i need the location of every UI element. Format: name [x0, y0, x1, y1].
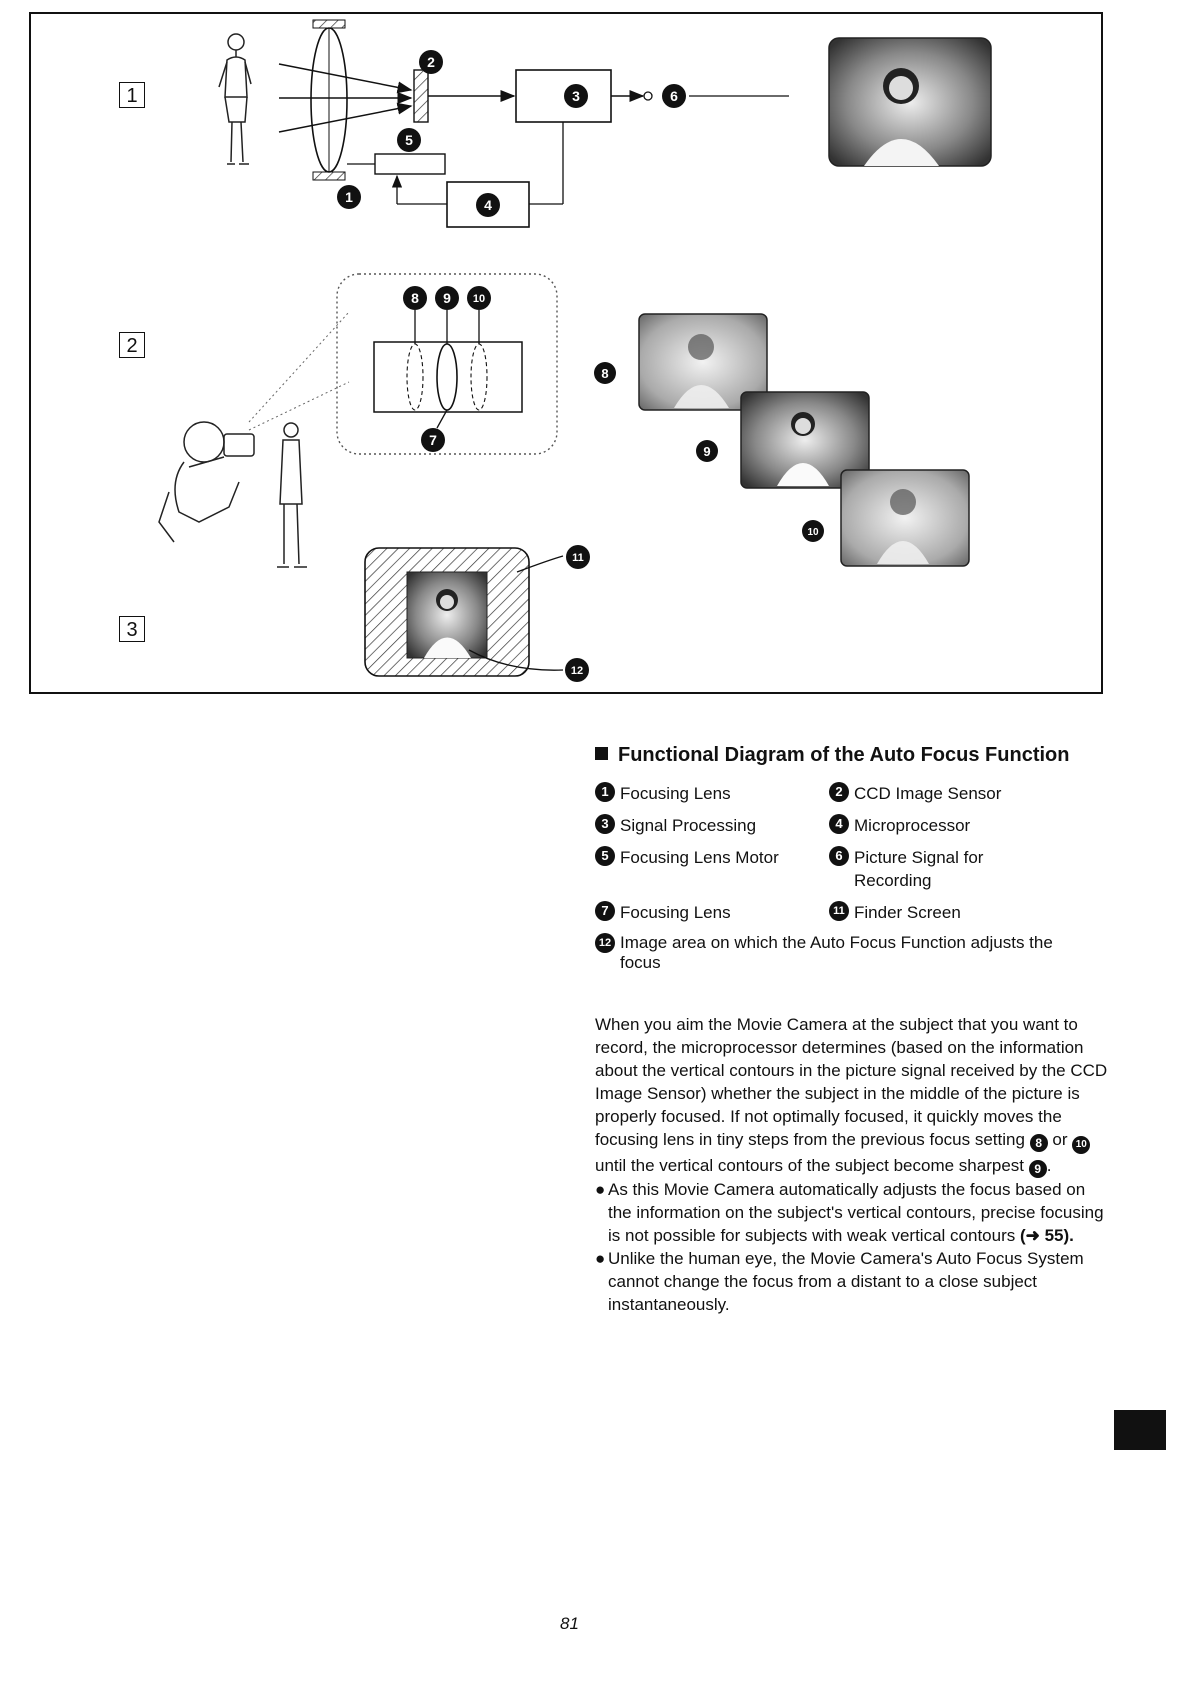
section-title: Functional Diagram of the Auto Focus Fun…	[618, 744, 1070, 766]
square-bullet-icon	[595, 747, 608, 760]
signal-processing-box	[515, 69, 612, 123]
svg-text:5: 5	[405, 132, 413, 148]
auto-focus-diagram: 1 2 3 4 5 6 7 8 9 10 8 9 10 11 12	[158, 19, 992, 682]
svg-text:2: 2	[427, 54, 435, 70]
callout-6: 6	[662, 84, 686, 108]
lens-barrel	[373, 341, 523, 413]
section-tab-marker	[1114, 1410, 1166, 1450]
svg-text:10: 10	[473, 293, 485, 305]
callout-2: 2	[419, 50, 443, 74]
lens-motor-box	[374, 153, 446, 175]
svg-text:3: 3	[572, 88, 580, 104]
svg-text:6: 6	[670, 88, 678, 104]
ref-8: 8	[1029, 1134, 1048, 1152]
callout-11: 11	[566, 545, 590, 569]
ref-9: 9	[1028, 1160, 1047, 1178]
svg-text:12: 12	[571, 665, 583, 677]
ref-10: 10	[1072, 1136, 1091, 1154]
callout-8: 8	[403, 286, 427, 310]
callout-5: 5	[397, 128, 421, 152]
svg-text:1: 1	[345, 189, 353, 205]
subject-figure-2	[277, 422, 307, 568]
callout-9: 9	[435, 286, 459, 310]
callout-9-photo: 9	[696, 440, 718, 462]
callout-4: 4	[476, 193, 500, 217]
focusing-lens-1	[310, 19, 348, 181]
svg-text:10: 10	[807, 527, 819, 538]
panel-label-3: 3	[119, 616, 145, 642]
body-text: When you aim the Movie Camera at the sub…	[595, 1013, 1110, 1316]
svg-text:9: 9	[443, 290, 451, 306]
photo-focus-9	[740, 391, 870, 489]
panel-label-2: 2	[119, 332, 145, 358]
callout-10-photo: 10	[802, 520, 824, 542]
panel-2-diagram	[158, 273, 970, 568]
callout-8-photo: 8	[594, 362, 616, 384]
photo-focus-10	[840, 469, 970, 567]
camera-operator	[158, 421, 255, 543]
ccd-sensor	[413, 69, 429, 123]
note-bullet: ● Unlike the human eye, the Movie Camera…	[595, 1249, 1084, 1314]
page-number: 81	[560, 1614, 579, 1633]
panel-3-diagram	[364, 547, 564, 677]
panel-label-1: 1	[119, 82, 145, 108]
callout-7: 7	[421, 428, 445, 452]
photo-focus-8	[638, 313, 768, 411]
subject-figure	[218, 33, 252, 165]
svg-text:9: 9	[703, 444, 710, 459]
panel-1-diagram	[218, 19, 992, 228]
svg-text:11: 11	[572, 552, 584, 564]
page-reference: (➜ 55).	[1019, 1226, 1074, 1245]
diagram-frame	[29, 12, 1103, 694]
svg-text:7: 7	[429, 432, 437, 448]
svg-text:4: 4	[484, 197, 492, 213]
callout-12: 12	[565, 658, 589, 682]
svg-text:8: 8	[411, 290, 419, 306]
section-heading: Functional Diagram of the Auto Focus Fun…	[595, 744, 1069, 767]
svg-text:8: 8	[601, 366, 608, 381]
description-paragraph: When you aim the Movie Camera at the sub…	[595, 1015, 1108, 1178]
callout-3: 3	[564, 84, 588, 108]
note-bullet: ● As this Movie Camera automatically adj…	[595, 1180, 1104, 1245]
callout-1: 1	[337, 185, 361, 209]
callout-10: 10	[467, 286, 491, 310]
